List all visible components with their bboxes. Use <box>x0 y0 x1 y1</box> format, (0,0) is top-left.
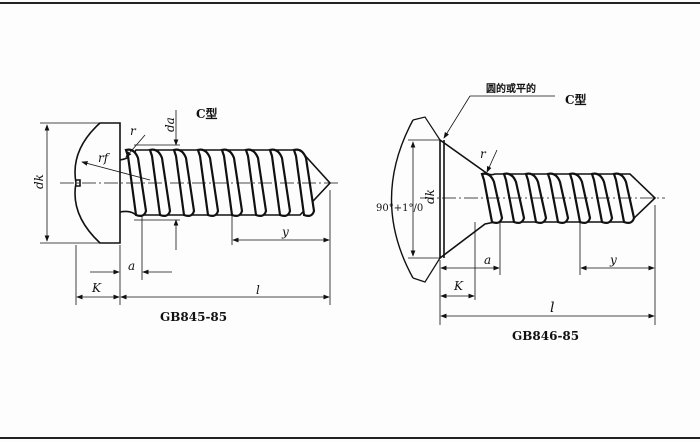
right-type-label: C型 <box>565 92 587 107</box>
label-y: y <box>281 225 289 239</box>
label-da: da <box>163 117 177 132</box>
angle-arc <box>390 119 414 279</box>
label-rf: rf <box>98 151 111 165</box>
label-y: y <box>609 253 617 267</box>
thread-turn <box>244 148 268 217</box>
label-a: a <box>128 259 135 273</box>
label-r: r <box>480 147 487 161</box>
thread-turn <box>196 148 220 217</box>
left-caption: GB845-85 <box>160 310 227 324</box>
countersunk-screw <box>390 95 665 325</box>
label-dk: dk <box>32 174 46 189</box>
label-a: a <box>484 253 491 267</box>
label-dk: dk <box>423 189 437 204</box>
label-K: K <box>453 279 464 293</box>
label-l: l <box>256 283 260 297</box>
threads <box>124 148 316 217</box>
label-r: r <box>130 124 137 138</box>
head-shape-note: 圆的或平的 <box>486 82 536 95</box>
right-caption: GB846-85 <box>512 329 579 343</box>
pan-head-screw <box>40 110 340 305</box>
pan-head <box>74 122 121 244</box>
label-K: K <box>91 281 102 295</box>
label-l: l <box>550 300 554 316</box>
angle-label: 90°+1°/0 <box>376 203 423 214</box>
left-type-label: C型 <box>196 106 218 121</box>
